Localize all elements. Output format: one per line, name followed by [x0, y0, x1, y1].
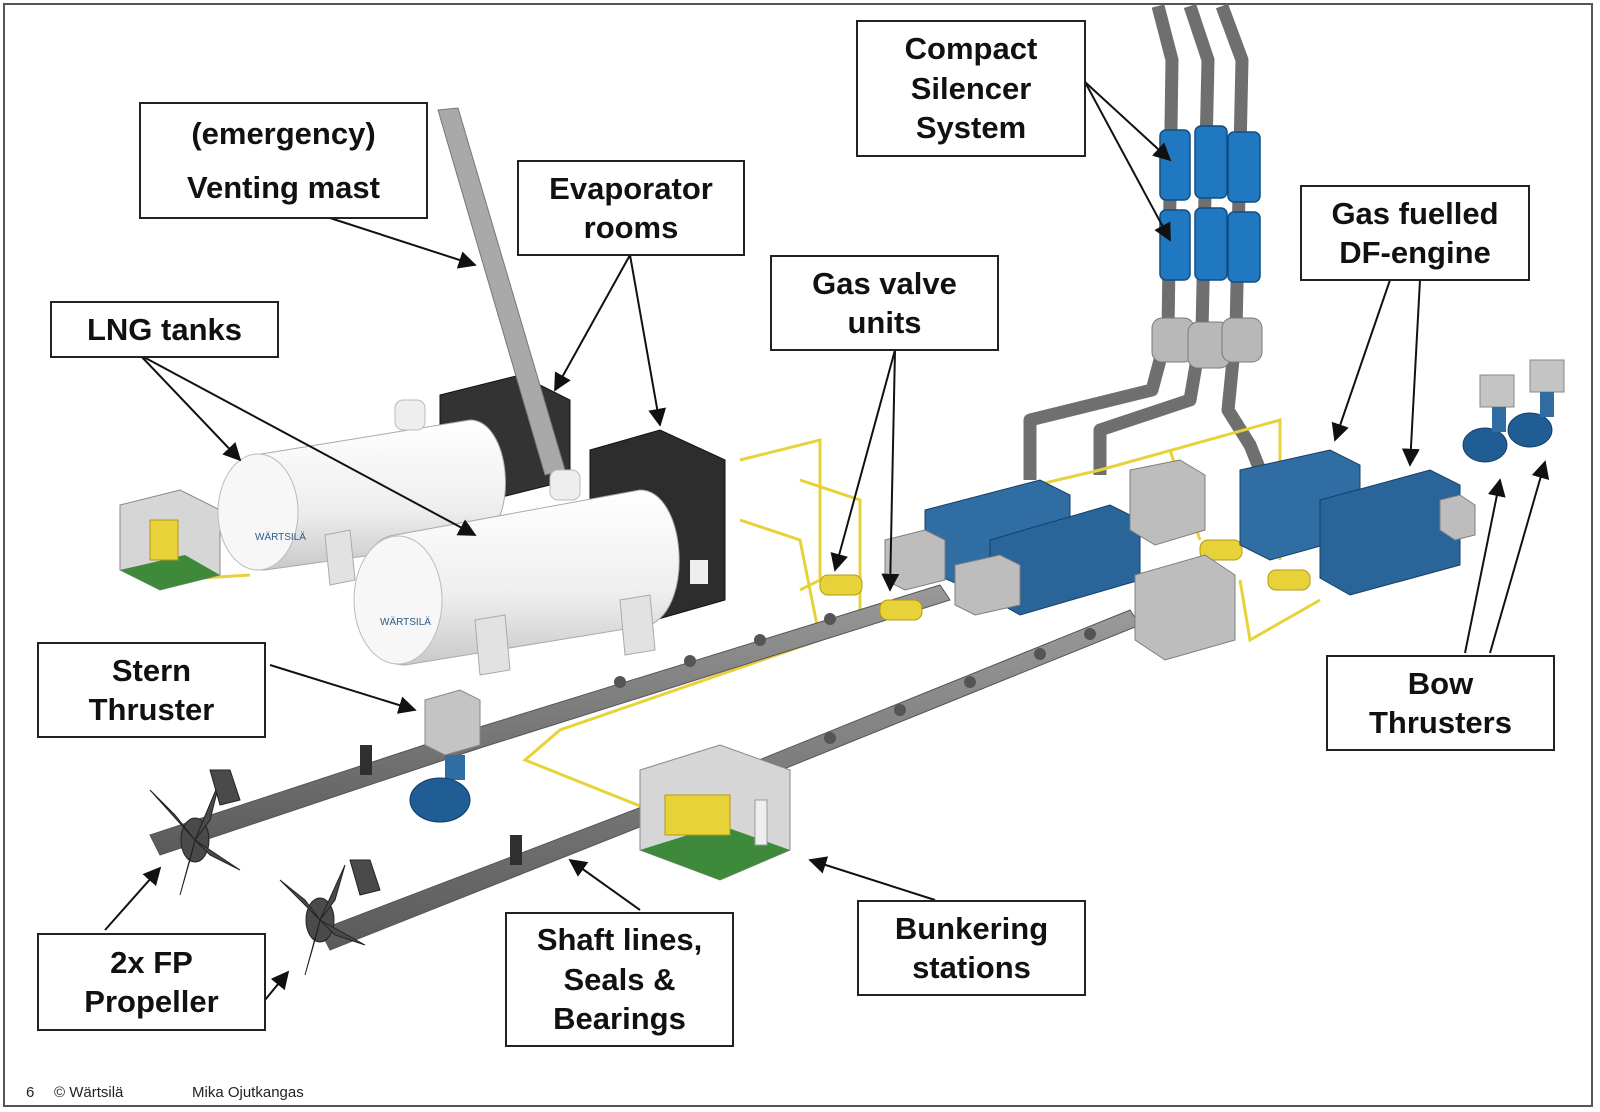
label-shaft-lines-line2: Seals &: [563, 961, 676, 997]
label-venting-mast-line2: Venting mast: [187, 169, 380, 205]
label-stern-thruster-line1: Stern: [111, 652, 192, 688]
page-number: 6: [26, 1084, 35, 1101]
label-evaporator-rooms: Evaporator rooms: [517, 160, 745, 256]
label-stern-thruster-line2: Thruster: [88, 692, 215, 727]
bow-thrusters: [1462, 359, 1565, 463]
generators: [884, 459, 1476, 661]
label-shaft-lines-line3: Bearings: [553, 1001, 686, 1037]
propeller-lower: [279, 859, 381, 976]
label-gas-valve-units-line2: units: [847, 305, 922, 340]
label-lng-tanks-line1: LNG tanks: [86, 311, 243, 347]
label-bunkering-stations-line1: Bunkering: [894, 910, 1049, 946]
copyright: © Wärtsilä: [54, 1084, 124, 1101]
label-gas-fuelled-engine: Gas fuelled DF-engine: [1300, 185, 1530, 281]
label-bunkering-stations: Bunkering stations: [857, 900, 1086, 996]
df-engine-4: [1319, 469, 1461, 596]
bunkering-station-aft: [119, 489, 221, 591]
label-gas-valve-units: Gas valve units: [770, 255, 999, 351]
author: Mika Ojutkangas: [192, 1084, 304, 1101]
label-bow-thrusters: Bow Thrusters: [1326, 655, 1555, 751]
rudder-fins: [360, 745, 522, 865]
label-bow-thrusters-line2: Thrusters: [1369, 705, 1512, 740]
propeller-upper: [149, 769, 241, 896]
tank-logo-2: WÄRTSILÄ: [380, 616, 431, 628]
label-compact-silencer-line1: Compact: [904, 31, 1038, 67]
label-fp-propeller: 2x FP Propeller: [37, 933, 266, 1031]
exhaust-boilers: [1151, 317, 1263, 369]
label-stern-thruster: Stern Thruster: [37, 642, 266, 738]
tank-logo-1: WÄRTSILÄ: [255, 531, 306, 543]
label-venting-mast: (emergency) Venting mast: [139, 102, 428, 219]
gas-valve-units: [819, 539, 1311, 621]
stern-thruster: [409, 689, 481, 823]
figure-frame: [3, 3, 1593, 1107]
label-evaporator-rooms-line2: rooms: [583, 210, 679, 245]
label-lng-tanks: LNG tanks: [50, 301, 279, 358]
label-compact-silencer-line3: System: [915, 110, 1027, 146]
label-compact-silencer-line2: Silencer: [910, 70, 1032, 106]
label-evaporator-rooms-line1: Evaporator: [549, 170, 713, 206]
leader-arrows: [104, 81, 1550, 1001]
silencers: [1159, 125, 1261, 283]
bunkering-station-mid: [639, 744, 791, 881]
label-shaft-lines-line1: Shaft lines,: [536, 922, 703, 958]
label-fp-propeller-line2: Propeller: [84, 984, 219, 1019]
label-compact-silencer: Compact Silencer System: [856, 20, 1086, 157]
label-gas-valve-units-line1: Gas valve: [812, 265, 957, 301]
label-bunkering-stations-line2: stations: [912, 950, 1031, 985]
label-bow-thrusters-line1: Bow: [1407, 665, 1474, 701]
label-fp-propeller-line1: 2x FP: [110, 944, 193, 980]
label-venting-mast-line1: (emergency): [191, 116, 376, 152]
label-gas-fuelled-engine-line1: Gas fuelled: [1331, 195, 1499, 231]
lng-tank-2: [353, 469, 680, 676]
label-gas-fuelled-engine-line2: DF-engine: [1339, 235, 1491, 270]
label-shaft-lines: Shaft lines, Seals & Bearings: [505, 912, 734, 1047]
